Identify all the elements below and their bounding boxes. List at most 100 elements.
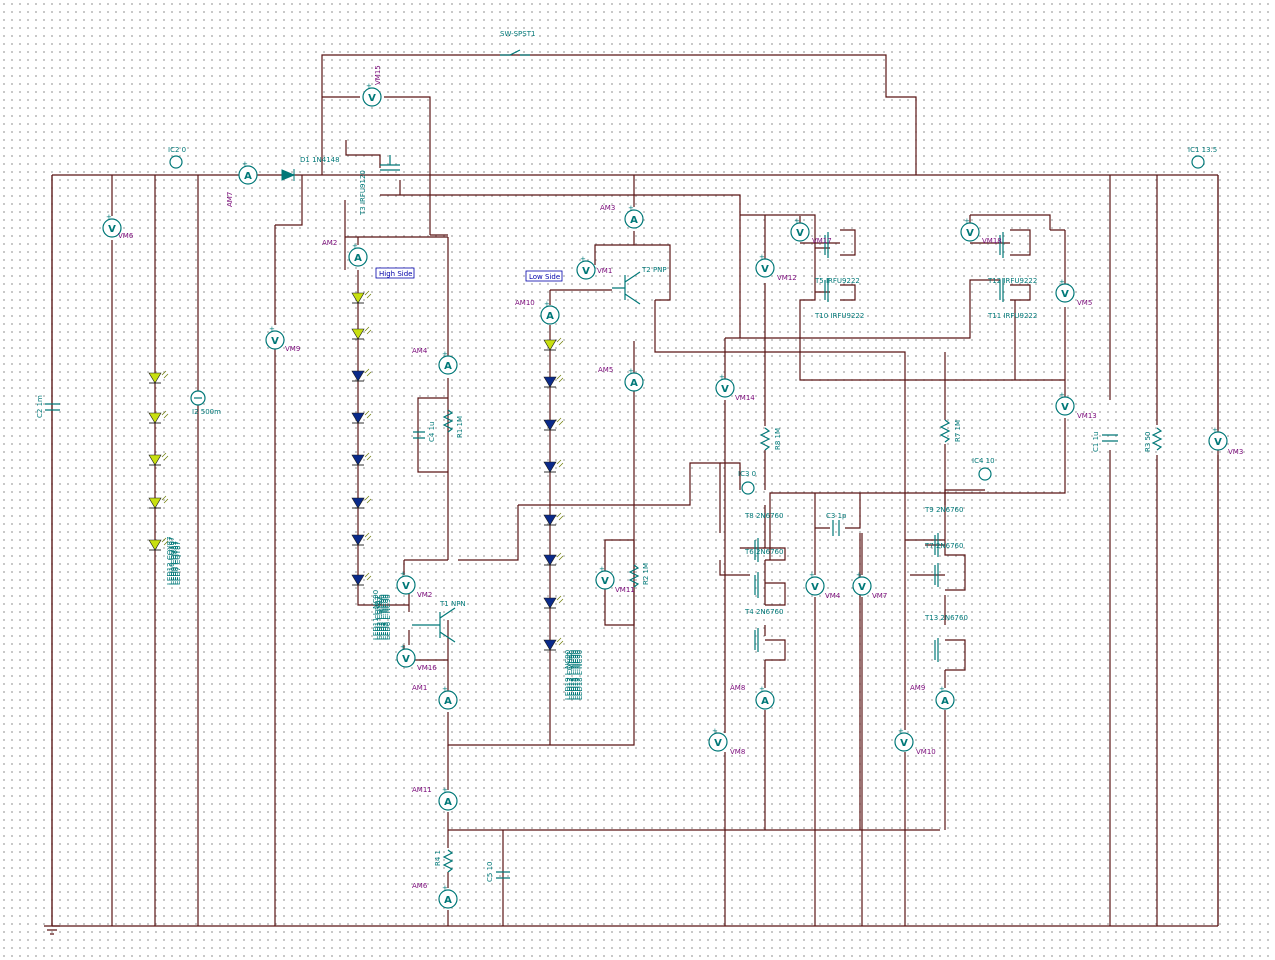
vm15-meter[interactable]: V+VM15 — [362, 65, 382, 107]
ic3-source-icon[interactable] — [741, 481, 755, 495]
ammeter-icon — [238, 165, 258, 185]
am7-meter[interactable]: A+AM7 — [226, 160, 258, 207]
left-string-led[interactable] — [148, 495, 169, 509]
t4-label: T4 2N6760 — [744, 608, 783, 616]
led-icon — [351, 292, 365, 304]
vm8-meter[interactable]: V+VM8 — [708, 727, 745, 756]
vm1-meter[interactable]: V+VM1 — [576, 255, 612, 280]
plus-sign: + — [856, 571, 862, 579]
vm18-meter[interactable]: V+VM18 — [960, 217, 1002, 245]
c1-label: C1 1u — [1092, 432, 1100, 452]
low-side-led[interactable] — [543, 552, 564, 566]
vm15-label: VM15 — [374, 65, 382, 85]
high-side-led[interactable] — [351, 452, 372, 466]
ic1-source-icon[interactable] — [1191, 155, 1205, 169]
meters: A+AM7A+AM3A+AM2A+AM10A+AM4A+AM5A+AM1A+AM… — [102, 65, 1243, 909]
component-labels: SW-SPST1 D1 1N4148 IC2 0 IC1 13.5 IC3 0 … — [36, 30, 1217, 882]
meter-symbol: V — [402, 581, 410, 592]
am5-meter[interactable]: A+AM5 — [598, 366, 644, 392]
t8-t6-t4-mosfet-icon — [754, 538, 759, 652]
ammeter-icon — [624, 209, 644, 229]
voltmeter-icon — [265, 330, 285, 350]
am9-meter[interactable]: A+AM9 — [910, 684, 955, 710]
ammeter-icon — [438, 791, 458, 811]
plus-sign: + — [544, 300, 550, 308]
vm13-meter[interactable]: V+VM13 — [1055, 391, 1097, 420]
led-icon — [148, 412, 162, 424]
meter-symbol: A — [941, 696, 949, 707]
ammeter-icon — [438, 690, 458, 710]
vm10-meter[interactable]: V+VM10 — [894, 727, 936, 756]
vm16-meter[interactable]: V+VM16 — [396, 643, 437, 672]
vm5-label: VM5 — [1077, 299, 1092, 307]
meter-symbol: A — [761, 696, 769, 707]
vm2-meter[interactable]: V+VM2 — [396, 570, 432, 599]
r2-resistor-icon — [628, 564, 640, 588]
left-string-led[interactable] — [148, 410, 169, 424]
led-icon — [351, 328, 365, 340]
low-side-led[interactable] — [543, 337, 564, 351]
am6-meter[interactable]: A+AM6 — [412, 882, 458, 909]
low-side-led[interactable] — [543, 637, 564, 651]
low-side-led[interactable] — [543, 459, 564, 473]
am7-label: AM7 — [226, 192, 234, 207]
vm4-meter[interactable]: V+VM4 — [805, 571, 841, 600]
plus-sign: + — [898, 727, 904, 735]
meter-symbol: V — [271, 336, 279, 347]
c1-capacitor-icon — [1102, 434, 1118, 442]
plus-sign: + — [628, 367, 634, 375]
vm5-meter[interactable]: V+VM5 — [1055, 278, 1092, 307]
light-ray-icon — [364, 326, 372, 335]
d1-label: D1 1N4148 — [300, 156, 340, 164]
am3-meter[interactable]: A+AM3 — [600, 204, 644, 229]
voltmeter-icon — [708, 732, 728, 752]
am8-meter[interactable]: A+AM8 — [730, 684, 775, 710]
high-side-led[interactable] — [351, 572, 372, 586]
r4-label: R4 1 — [434, 850, 442, 866]
vm8-label: VM8 — [730, 748, 745, 756]
vm9-meter[interactable]: V+VM9 — [265, 325, 300, 353]
ic4-source-icon[interactable] — [978, 467, 992, 481]
vm7-label: VM7 — [872, 592, 887, 600]
left-string-led[interactable] — [148, 452, 169, 466]
high-side-led[interactable] — [351, 368, 372, 382]
low-side-led[interactable] — [543, 595, 564, 609]
vm17-meter[interactable]: V+VM17 — [790, 217, 832, 245]
high-side-led[interactable] — [351, 290, 372, 304]
am10-meter[interactable]: A+AM10 — [515, 299, 560, 325]
left-string-led[interactable] — [148, 370, 169, 384]
vm11-meter[interactable]: V+VM11 — [595, 565, 635, 594]
vm12-meter[interactable]: V+VM12 — [755, 253, 797, 282]
am2-meter[interactable]: A+AM2 — [322, 239, 368, 267]
ic4-label: IC4 10 — [972, 457, 995, 465]
low-side-led[interactable] — [543, 417, 564, 431]
am8-label: AM8 — [730, 684, 745, 692]
low-side-led[interactable] — [543, 374, 564, 388]
vm14-meter[interactable]: V+VM14 — [715, 373, 755, 402]
voltmeter-icon — [852, 576, 872, 596]
voltmeter-icon — [805, 576, 825, 596]
low-side-label: LED18 L-NC90 — [576, 650, 584, 700]
left-string-led[interactable] — [148, 537, 169, 551]
am4-meter[interactable]: A+AM4 — [412, 347, 458, 375]
am1-label: AM1 — [412, 684, 427, 692]
plus-sign: + — [939, 685, 945, 693]
high-side-led[interactable] — [351, 326, 372, 340]
ic2-source-icon[interactable] — [169, 155, 183, 169]
vm6-meter[interactable]: V+VM6 — [102, 213, 134, 240]
low-side-led[interactable] — [543, 512, 564, 526]
vm3-label: VM3 — [1228, 448, 1243, 456]
high-side-led[interactable] — [351, 410, 372, 424]
led-icon — [148, 539, 162, 551]
vm16-label: VM16 — [417, 664, 437, 672]
high-side-led[interactable] — [351, 495, 372, 509]
vm13-label: VM13 — [1077, 412, 1097, 420]
t13-label: T13 2N6760 — [924, 614, 968, 622]
high-side-led[interactable] — [351, 532, 372, 546]
vm3-meter[interactable]: V+VM3 — [1208, 426, 1243, 456]
light-ray-icon — [161, 370, 169, 379]
vm7-meter[interactable]: V+VM7 — [852, 571, 887, 600]
am11-meter[interactable]: A+AM11 — [412, 786, 458, 811]
am1-meter[interactable]: A+AM1 — [412, 684, 458, 710]
